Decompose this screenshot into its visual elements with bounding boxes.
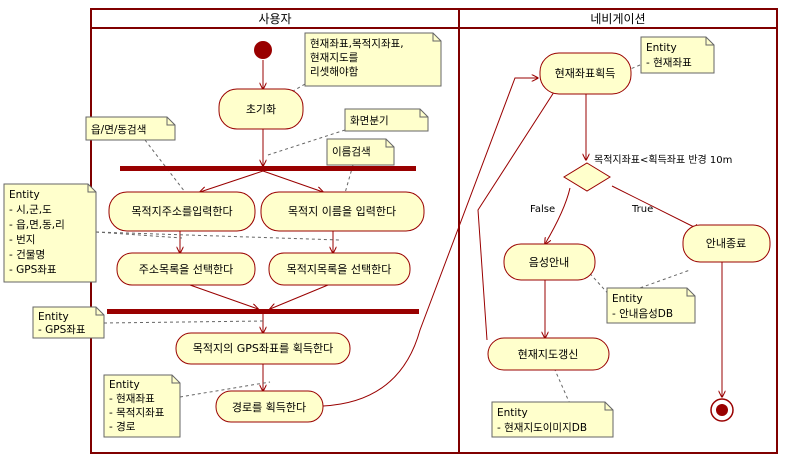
note-town-search: 읍/면/동검색 [85, 116, 176, 141]
note-entity-voice: Entity - 안내음성DB [606, 287, 696, 324]
edge-decision-end [611, 185, 700, 230]
svg-text:현재지도갱신: 현재지도갱신 [518, 348, 579, 361]
svg-text:- 시,군,도: - 시,군,도 [9, 204, 52, 216]
svg-text:- 목적지좌표: - 목적지좌표 [109, 407, 165, 419]
svg-text:Entity: Entity [38, 311, 69, 323]
lane-title-user: 사용자 [258, 12, 291, 26]
edge-select-join [189, 284, 258, 309]
note-entity-map: Entity - 현재지도이미지DB [491, 401, 614, 438]
note-entity-route: Entity - 현재좌표 - 목적지좌표 - 경로 [103, 374, 181, 438]
action-input-address[interactable]: 목적지주소를입력한다 [108, 191, 256, 232]
action-get-route[interactable]: 경로를 획득한다 [215, 390, 324, 423]
lane-title-navigation: 네비게이션 [590, 12, 645, 26]
join-bar [107, 309, 419, 314]
svg-text:경로를 획득한다: 경로를 획득한다 [232, 401, 306, 414]
note-entity-gps: Entity - GPS좌표 [32, 306, 105, 339]
note-reset: 현재좌표,목적지좌표, 현재지도를 리셋해야함 [304, 32, 442, 87]
svg-text:- GPS좌표: - GPS좌표 [38, 324, 86, 336]
svg-text:읍/면/동검색: 읍/면/동검색 [91, 124, 146, 136]
svg-text:현재지도를: 현재지도를 [310, 52, 359, 64]
svg-text:Entity: Entity [646, 42, 677, 54]
svg-text:화면분기: 화면분기 [350, 115, 389, 127]
note-screen-branch: 화면분기 [344, 108, 429, 132]
svg-text:- 현재좌표: - 현재좌표 [646, 57, 692, 69]
initial-node [254, 41, 272, 59]
svg-text:이름검색: 이름검색 [332, 146, 371, 158]
edge-dest-join [270, 284, 329, 309]
svg-text:- 현재지도이미지DB: - 현재지도이미지DB [497, 422, 587, 434]
note-entity-current: Entity - 현재좌표 [640, 36, 715, 74]
edge-fork-name [262, 170, 323, 192]
action-input-name[interactable]: 목적지 이름을 입력한다 [260, 191, 425, 232]
action-select-dest[interactable]: 목적지목록을 선택한다 [268, 252, 411, 286]
action-end-guide[interactable]: 안내종료 [682, 224, 771, 263]
svg-text:- 읍,면,동,리: - 읍,면,동,리 [9, 219, 65, 231]
svg-text:목적지 이름을 입력한다: 목적지 이름을 입력한다 [288, 205, 396, 218]
note-name-search: 이름검색 [326, 138, 395, 166]
action-update-map[interactable]: 현재지도갱신 [487, 337, 610, 371]
fork-bar [120, 166, 416, 171]
svg-text:- 건물명: - 건물명 [9, 249, 45, 261]
svg-text:주소목록을 선택한다: 주소목록을 선택한다 [139, 263, 234, 276]
svg-text:Entity: Entity [9, 189, 40, 201]
svg-text:- 현재좌표: - 현재좌표 [109, 393, 155, 405]
guard-false: False [530, 204, 555, 215]
action-get-current[interactable]: 현재좌표획득 [539, 52, 632, 95]
note-entity-address: Entity - 시,군,도 - 읍,면,동,리 - 번지 - 건물명 - GP… [3, 183, 97, 283]
edges [180, 60, 722, 407]
action-get-gps[interactable]: 목적지의 GPS좌표를 획득한다 [175, 332, 351, 365]
svg-text:목적지의 GPS좌표를 획득한다: 목적지의 GPS좌표를 획득한다 [193, 342, 333, 355]
edge-route-current [322, 78, 538, 407]
edge-decision-voice [545, 187, 571, 244]
action-select-address[interactable]: 주소목록을 선택한다 [116, 252, 256, 286]
svg-text:초기화: 초기화 [246, 103, 276, 116]
svg-text:목적지주소를입력한다: 목적지주소를입력한다 [131, 205, 232, 218]
svg-text:리셋해야함: 리셋해야함 [310, 65, 359, 78]
action-init[interactable]: 초기화 [218, 88, 304, 130]
action-voice-guide[interactable]: 음성안내 [503, 243, 596, 281]
svg-text:Entity: Entity [497, 407, 528, 419]
final-node [710, 398, 734, 422]
edge-fork-address [200, 170, 264, 192]
svg-text:- 번지: - 번지 [9, 234, 35, 246]
svg-text:- 경로: - 경로 [109, 420, 136, 433]
svg-text:음성안내: 음성안내 [529, 256, 569, 269]
svg-text:현재좌표획득: 현재좌표획득 [555, 67, 616, 80]
svg-text:- 안내음성DB: - 안내음성DB [612, 308, 673, 320]
svg-text:안내종료: 안내종료 [706, 237, 746, 250]
swimlanes: 사용자 네비게이션 [90, 8, 778, 454]
svg-text:현재좌표,목적지좌표,: 현재좌표,목적지좌표, [310, 38, 404, 50]
guard-condition: 목적지좌표<획득좌표 반경 10m [594, 153, 732, 166]
svg-text:Entity: Entity [109, 379, 140, 391]
decision-node [563, 162, 611, 192]
svg-text:목적지목록을 선택한다: 목적지목록을 선택한다 [287, 263, 392, 276]
svg-text:Entity: Entity [612, 293, 643, 305]
guard-true: True [631, 204, 653, 215]
svg-text:- GPS좌표: - GPS좌표 [9, 264, 57, 276]
